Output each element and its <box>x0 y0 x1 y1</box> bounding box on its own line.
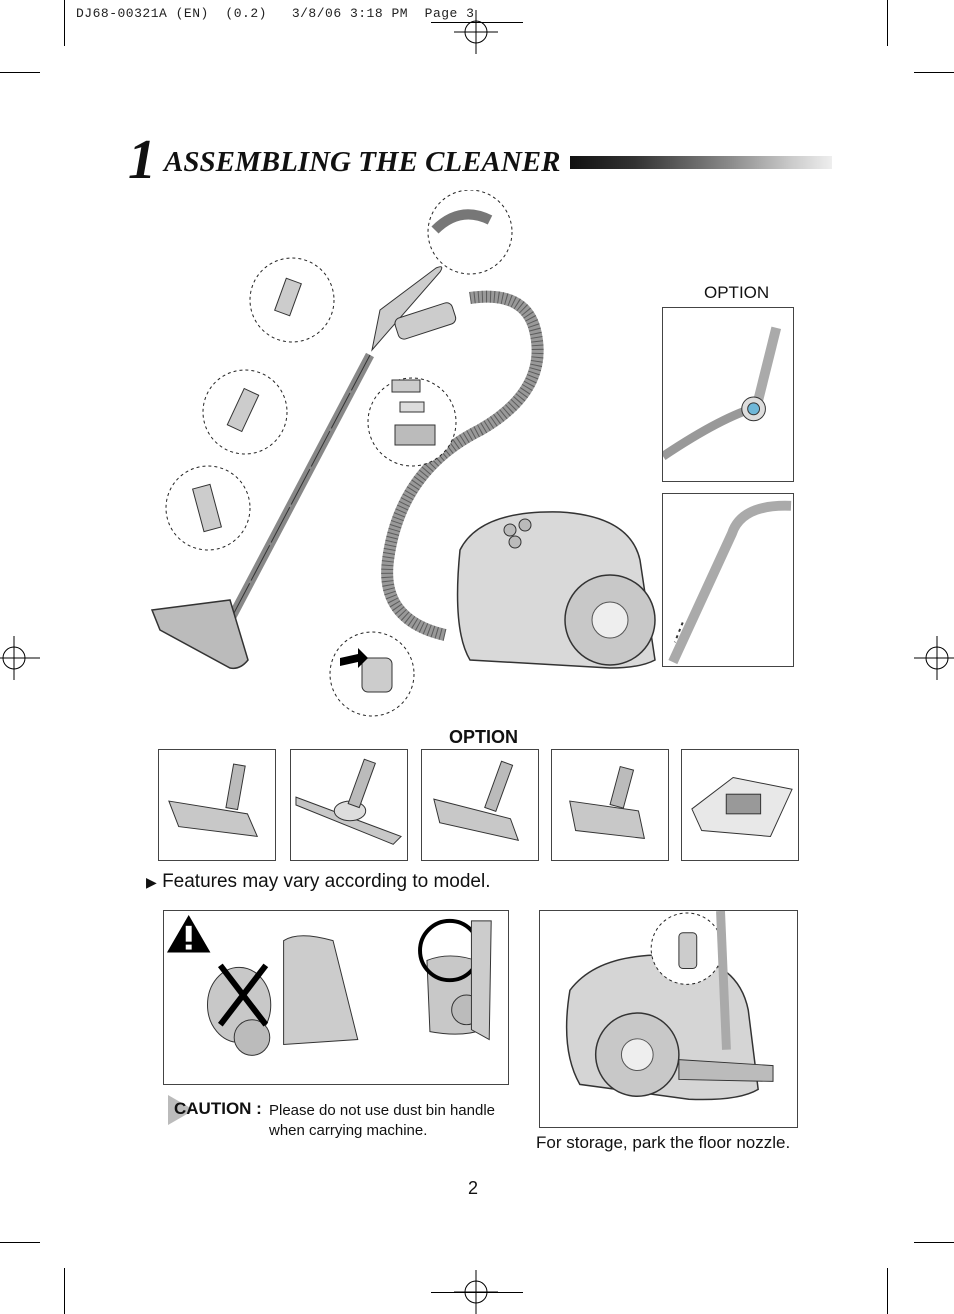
page-number: 2 <box>468 1178 479 1198</box>
storage-illustration <box>539 910 798 1128</box>
arrow-right-icon: ▶ <box>146 874 157 890</box>
option-label-right: OPTION <box>704 283 770 302</box>
print-header: DJ68-00321A (EN) (0.2) 3/8/06 3:18 PM Pa… <box>76 6 475 21</box>
title-gradient-bar <box>570 156 832 169</box>
section-number: 1 <box>128 129 156 191</box>
storage-caption: For storage, park the floor nozzle. <box>536 1133 791 1152</box>
section-title: ASSEMBLING THE CLEANER <box>164 146 561 178</box>
caution-label: CAUTION : <box>174 1099 262 1118</box>
registration-mark-icon <box>454 10 498 54</box>
caution-note: CAUTION : Please do not use dust bin han… <box>168 1095 508 1145</box>
accessory-floor-brush <box>158 749 276 861</box>
features-note-text: Features may vary according to model. <box>162 871 491 892</box>
caution-illustration <box>163 910 509 1085</box>
registration-mark-icon <box>0 636 40 680</box>
accessory-mini-tool <box>681 749 799 861</box>
accessory-combination-nozzle <box>421 749 539 861</box>
vacuum-assembly-illustration <box>150 190 656 717</box>
accessory-turbo-brush <box>551 749 669 861</box>
features-note: ▶ Features may vary according to model. <box>146 871 490 893</box>
option-label-accessories: OPTION <box>449 727 519 747</box>
caution-triangle-icon <box>168 1095 194 1125</box>
caution-text: Please do not use dust bin handle when c… <box>269 1102 496 1139</box>
registration-mark-icon <box>914 636 954 680</box>
option-image-turbo-connection <box>662 307 794 482</box>
accessory-parquet-brush <box>290 749 408 861</box>
option-image-telescopic-tube <box>662 493 794 667</box>
